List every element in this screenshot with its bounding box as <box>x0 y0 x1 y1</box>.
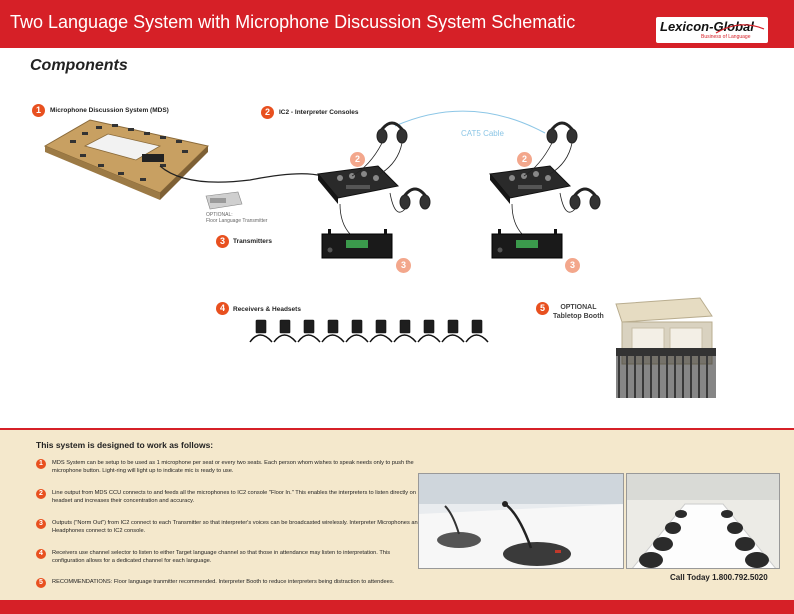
transmitter-marker-2: 3 <box>565 258 580 273</box>
logo-name: Lexicon-Global <box>660 19 754 34</box>
floor-transmitter-optional: OPTIONAL: <box>206 212 233 218</box>
booth-optional-text: OPTIONAL <box>560 304 597 311</box>
step-number-5: 5 <box>36 578 46 588</box>
floor-transmitter-name: Floor Language Transmitter <box>206 218 268 224</box>
ic2-console-1 <box>317 165 400 204</box>
component-label-transmitters: Transmitters <box>233 238 273 245</box>
component-label-receivers: Receivers & Headsets <box>233 306 301 313</box>
call-today-text[interactable]: Call Today 1.800.792.5020 <box>670 573 768 582</box>
component-number-3: 3 <box>216 235 229 248</box>
mds-conference-table <box>43 119 210 200</box>
headphones-icon <box>376 121 601 210</box>
footer-bar <box>0 600 794 614</box>
schematic-diagram <box>43 110 716 398</box>
component-number-1: 1 <box>32 104 45 117</box>
step-text-1: MDS System can be setup to be used as 1 … <box>52 460 414 474</box>
header-bar: Two Language System with Microphone Disc… <box>0 0 794 48</box>
ic2-marker-1: 2 <box>350 152 365 167</box>
transmitter-2 <box>491 229 563 259</box>
step-text-5: RECOMMENDATIONS: Floor language tranmitt… <box>52 579 395 585</box>
how-it-works-panel: This system is designed to work as follo… <box>0 428 794 600</box>
step-number-2: 2 <box>36 489 46 499</box>
ic2-marker-2: 2 <box>517 152 532 167</box>
transmitter-1 <box>321 229 393 259</box>
lexicon-global-logo[interactable]: Lexicon-Global Business of Language <box>656 17 768 43</box>
component-number-2: 2 <box>261 106 274 119</box>
conference-room-photo <box>626 473 780 569</box>
receivers-row <box>249 319 489 343</box>
component-number-5: 5 <box>536 302 549 315</box>
booth-sublabel: Tabletop Booth <box>553 313 604 320</box>
component-label-ic2: IC2 - Interpreter Consoles <box>279 109 359 116</box>
step-text-2: Line output from MDS CCU connects to and… <box>52 490 417 504</box>
page-title: Two Language System with Microphone Disc… <box>10 12 576 32</box>
logo-swoosh-icon <box>715 24 765 34</box>
step-number-3: 3 <box>36 519 46 529</box>
tabletop-booth <box>615 297 716 398</box>
floor-language-transmitter <box>205 191 243 210</box>
cat5-cable-label: CAT5 Cable <box>461 129 504 138</box>
components-title: Components <box>30 57 128 74</box>
how-it-works-title: This system is designed to work as follo… <box>36 440 214 450</box>
floor-transmitter-label: OPTIONAL: Floor Language Transmitter <box>206 212 267 224</box>
conference-microphone-photo <box>418 473 624 569</box>
component-number-4: 4 <box>216 302 229 315</box>
logo-tagline: Business of Language <box>701 34 751 40</box>
component-label-mds: Microphone Discussion System (MDS) <box>50 107 169 114</box>
step-text-3: Outputs ("Norm Out") from IC2 connect to… <box>52 520 421 534</box>
step-text-4: Receivers use channel selector to listen… <box>52 550 391 564</box>
step-number-1: 1 <box>36 459 46 469</box>
transmitter-marker-1: 3 <box>396 258 411 273</box>
component-label-booth: OPTIONAL Tabletop Booth <box>553 303 604 321</box>
cat5-cable <box>394 110 546 134</box>
step-number-4: 4 <box>36 549 46 559</box>
mds-to-ic2-cable <box>159 165 323 183</box>
